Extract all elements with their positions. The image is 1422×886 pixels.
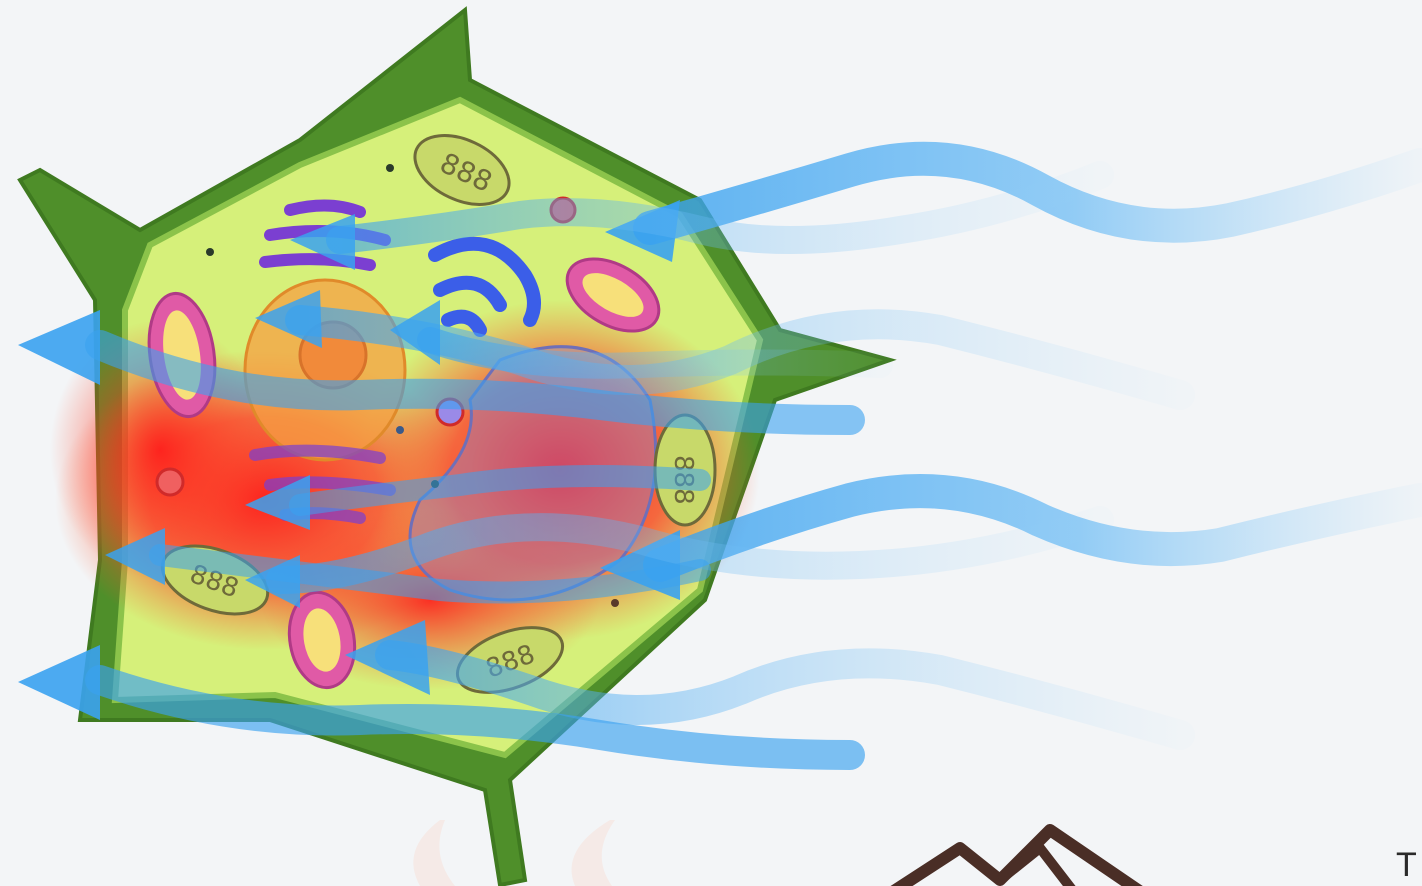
nucleus	[245, 280, 405, 460]
corner-letter: T	[1396, 848, 1417, 882]
mountain-icon	[880, 830, 1160, 886]
